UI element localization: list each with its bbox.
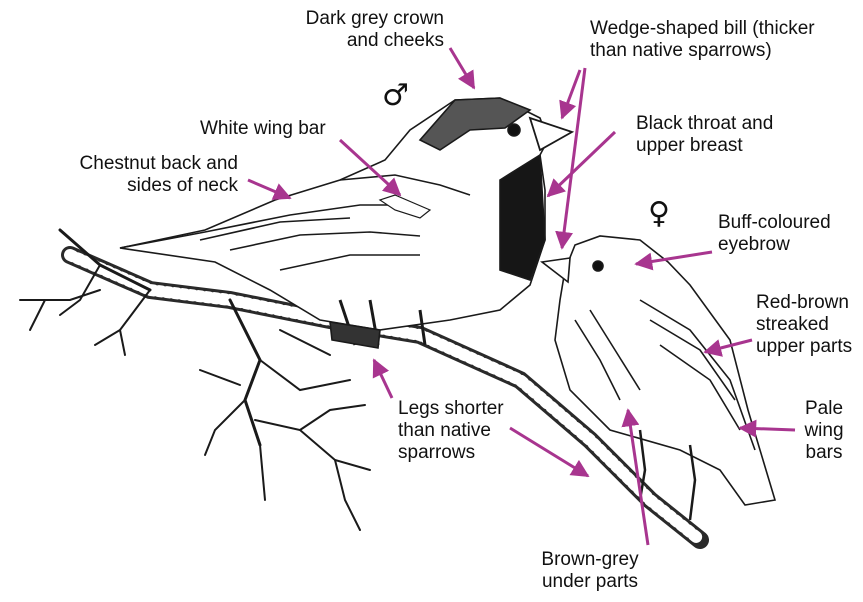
label-bill: Wedge-shaped bill (thicker than native s…: [590, 18, 815, 62]
male-sparrow: [120, 98, 572, 348]
arrow-crown: [450, 48, 474, 88]
arrow-bill-female: [562, 68, 585, 248]
label-back-line-1: Chestnut back and: [60, 153, 238, 175]
arrow-pale-bars: [740, 428, 795, 430]
label-legs-line-1: Legs shorter: [398, 398, 504, 420]
label-upper-parts-line-2: streaked: [756, 314, 852, 336]
label-pale-bars-line-2: wing: [798, 420, 850, 442]
label-eyebrow-line-1: Buff-coloured: [718, 212, 831, 234]
label-crown-line-2: and cheeks: [288, 30, 444, 52]
female-symbol: ♀: [648, 196, 670, 231]
label-pale-bars-line-1: Pale: [798, 398, 850, 420]
label-legs-line-3: sparrows: [398, 442, 504, 464]
label-pale-bars: Pale wing bars: [798, 398, 850, 464]
label-under-parts: Brown-grey under parts: [530, 549, 650, 593]
label-crown-line-1: Dark grey crown: [288, 8, 444, 30]
label-throat-line-1: Black throat and: [636, 113, 773, 135]
arrow-throat: [548, 132, 615, 196]
label-eyebrow-line-2: eyebrow: [718, 234, 831, 256]
label-under-parts-line-1: Brown-grey: [530, 549, 650, 571]
label-pale-bars-line-3: bars: [798, 442, 850, 464]
label-under-parts-line-2: under parts: [530, 571, 650, 593]
label-bill-line-1: Wedge-shaped bill (thicker: [590, 18, 815, 40]
label-throat: Black throat and upper breast: [636, 113, 773, 157]
label-wing-bar-line-1: White wing bar: [200, 118, 326, 140]
label-legs-line-2: than native: [398, 420, 504, 442]
label-legs: Legs shorter than native sparrows: [398, 398, 504, 464]
label-back-line-2: sides of neck: [60, 175, 238, 197]
arrow-back: [248, 180, 290, 198]
label-upper-parts-line-1: Red-brown: [756, 292, 852, 314]
label-crown: Dark grey crown and cheeks: [288, 8, 444, 52]
label-back: Chestnut back and sides of neck: [60, 153, 238, 197]
label-bill-line-2: than native sparrows): [590, 40, 815, 62]
label-throat-line-2: upper breast: [636, 135, 773, 157]
arrow-bill: [562, 70, 580, 118]
arrow-legs: [374, 360, 392, 398]
label-eyebrow: Buff-coloured eyebrow: [718, 212, 831, 256]
label-wing-bar: White wing bar: [200, 118, 326, 140]
male-symbol: ♂: [382, 78, 409, 113]
label-upper-parts: Red-brown streaked upper parts: [756, 292, 852, 358]
female-sparrow: [542, 236, 775, 520]
label-upper-parts-line-3: upper parts: [756, 336, 852, 358]
